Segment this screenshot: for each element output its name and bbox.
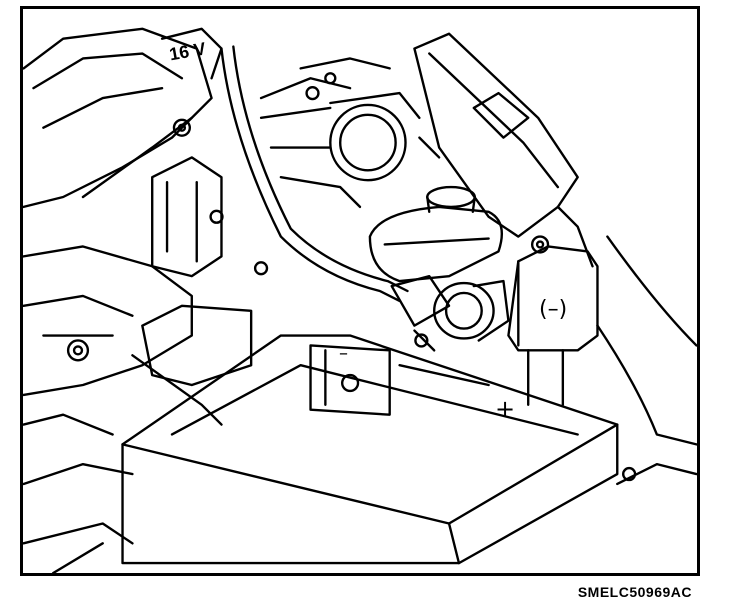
- negative-terminal-symbol: (–): [539, 297, 568, 322]
- throttle-body: [259, 57, 441, 209]
- illustration-frame: 16 V: [20, 6, 700, 576]
- bottom-structure: [23, 522, 134, 573]
- battery-cell-symbol: –: [339, 343, 348, 364]
- positive-cable: [220, 45, 409, 303]
- battery: [121, 334, 619, 565]
- lower-left-components: [23, 245, 253, 486]
- fender-panel: [596, 235, 697, 486]
- positive-terminal-symbol: +: [495, 395, 516, 423]
- figure-code: SMELC50969AC: [577, 584, 692, 600]
- negative-cable: [413, 32, 594, 268]
- negative-terminal-clamp: [507, 235, 599, 406]
- engine-bay-illustration: 16 V: [23, 27, 697, 573]
- positive-terminal-clamp: [390, 274, 510, 352]
- coolant-reservoir: [368, 185, 503, 283]
- mount-bracket: [151, 118, 269, 278]
